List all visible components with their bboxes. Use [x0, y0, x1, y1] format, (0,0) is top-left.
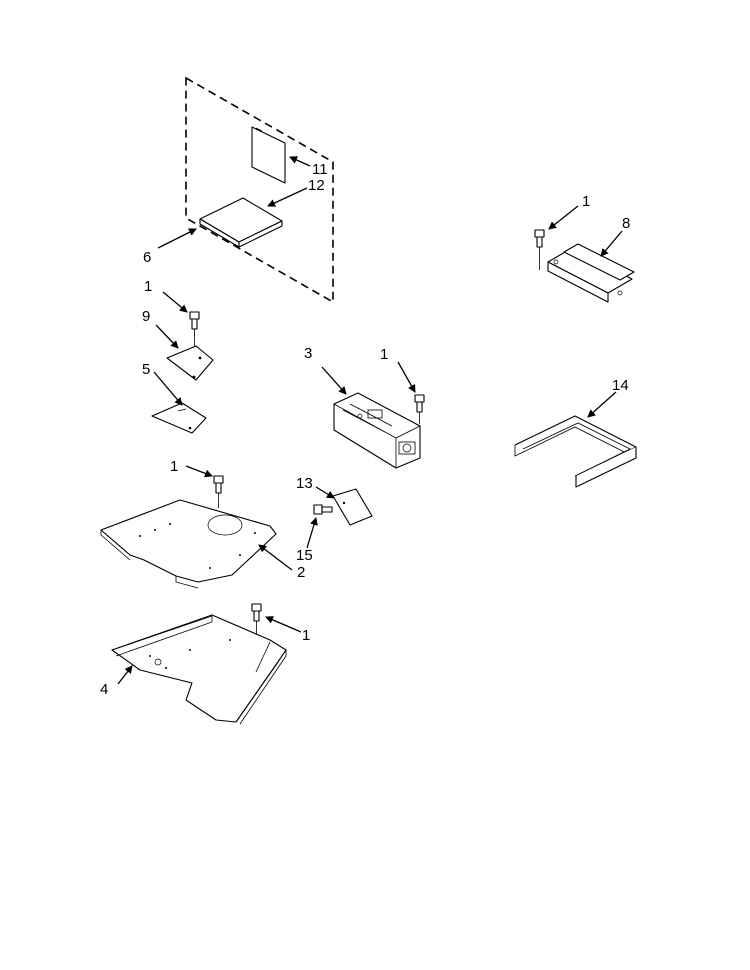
part-8-bracket	[547, 243, 635, 303]
screw-icon	[534, 229, 545, 270]
callout-9: 9	[142, 308, 150, 325]
callout-15: 15	[296, 547, 313, 564]
screw-icon	[213, 475, 224, 508]
part-13-plate	[332, 488, 373, 526]
part-4-base	[111, 614, 287, 725]
part-9-plate	[166, 345, 214, 381]
part-12-box	[199, 197, 283, 248]
part-14-frame	[514, 415, 637, 488]
part-5-plate	[151, 402, 207, 434]
callout-2: 2	[297, 564, 305, 581]
screw-icon	[313, 504, 333, 515]
callout-1: 1	[144, 278, 152, 295]
callout-1: 1	[380, 346, 388, 363]
callout-13: 13	[296, 475, 313, 492]
callout-5: 5	[142, 361, 150, 378]
callout-11: 11	[312, 161, 328, 178]
screw-icon	[414, 394, 425, 424]
callout-1: 1	[170, 458, 178, 475]
callout-1: 1	[302, 627, 310, 644]
callout-6: 6	[143, 249, 151, 266]
callout-8: 8	[622, 215, 630, 232]
callout-1: 1	[582, 193, 590, 210]
part-3-burner-assembly	[333, 392, 421, 469]
callout-3: 3	[304, 345, 312, 362]
part-11-panel	[251, 126, 286, 184]
callout-4: 4	[100, 681, 108, 698]
part-2-plate	[100, 499, 277, 589]
callout-14: 14	[612, 377, 629, 394]
kit-dashed-outline	[185, 76, 334, 304]
callout-12: 12	[308, 177, 325, 194]
